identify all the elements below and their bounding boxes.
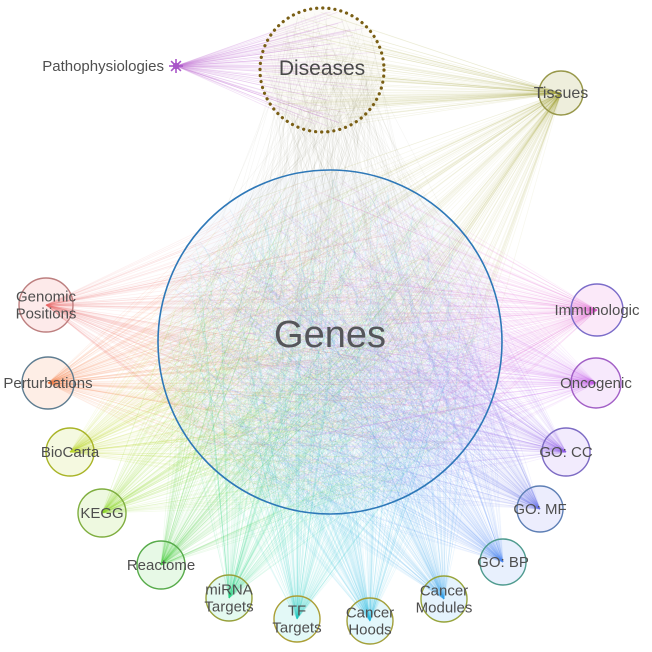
node-circle-genes[interactable] [157,169,503,515]
node-label-pathophysiologies: Pathophysiologies [42,58,164,75]
node-genes[interactable]: Genes [157,169,503,515]
node-label-immunologic: Immunologic [554,302,640,319]
node-circle-immunologic[interactable] [570,283,624,337]
node-circle-cancer_hoods[interactable] [346,597,394,645]
edge-bundle-genomic_positions-to-genes [45,182,482,507]
edge-bundle-tf_targets-to-genes [167,178,490,620]
node-circle-genomic_positions[interactable] [18,277,74,333]
edge-bundle-oncogenic-to-genes [173,180,597,494]
node-go_cc[interactable]: GO: CC [539,427,593,477]
node-diseases[interactable]: Diseases [258,6,386,134]
edge-bundles [45,11,598,622]
edge-bundle-go_mf-to-genes [177,181,541,510]
edge-bundle-tissues-to-genes [167,92,562,493]
node-circle-go_mf[interactable] [516,485,564,533]
edge-bundle-go_bp-to-genes [174,179,504,563]
node-perturbations[interactable]: Perturbations [3,356,93,410]
edge-bundle-go_cc-to-genes [169,193,567,502]
node-circle-tissues[interactable] [538,70,584,116]
node-label-oncogenic: Oncogenic [560,375,632,392]
node-reactome[interactable]: Reactome [127,540,195,590]
node-go_bp[interactable]: GO: BP [477,538,529,586]
edge-bundle-tissues-to-diseases [264,11,562,130]
node-label-go_mf: GO: MF [513,501,566,518]
edge-bundle-pathophysiologies-to-diseases [175,11,376,127]
node-label-genes: Genes [274,314,386,356]
node-circle-mirna_targets[interactable] [205,574,253,622]
edge-bundle-kegg-to-genes [101,181,482,514]
node-label-kegg: KEGG [80,505,123,522]
node-circle-go_cc[interactable] [541,427,591,477]
node-label-biocarta: BioCarta [41,444,100,461]
node-circle-tf_targets[interactable] [273,595,321,643]
node-go_mf[interactable]: GO: MF [513,485,567,533]
node-immunologic[interactable]: Immunologic [554,283,640,337]
graph-nodes: Genes Diseases PathophysiologiesTissuesGen… [3,6,640,645]
node-label-diseases: Diseases [279,57,365,80]
node-label-go_cc: GO: CC [539,444,593,461]
node-oncogenic[interactable]: Oncogenic [560,357,632,409]
node-label-perturbations: Perturbations [3,375,92,392]
edge-bundle-biocarta-to-genes [69,195,488,500]
node-label-tissues: Tissues [534,85,589,102]
node-label-go_bp: GO: BP [477,554,529,571]
node-circle-cancer_modules[interactable] [420,575,468,623]
node-pathophysiologies[interactable]: Pathophysiologies [42,58,183,75]
edge-bundle-perturbations-to-genes [47,186,477,505]
node-star-center-pathophysiologies[interactable] [172,62,180,70]
node-circle-go_bp[interactable] [479,538,527,586]
node-circle-kegg[interactable] [77,488,127,538]
node-circle-diseases[interactable] [258,6,386,134]
node-circle-reactome[interactable] [136,540,186,590]
node-kegg[interactable]: KEGG [77,488,127,538]
node-biocarta[interactable]: BioCarta [41,427,100,477]
edge-bundle-reactome-to-genes [160,188,494,566]
node-star-icon-pathophysiologies[interactable] [169,59,183,73]
node-circle-biocarta[interactable] [45,427,95,477]
node-circle-oncogenic[interactable] [570,357,622,409]
edge-bundle-diseases-to-genes [164,13,491,507]
node-tissues[interactable]: Tissues [534,70,589,116]
node-circle-perturbations[interactable] [21,356,75,410]
edge-bundle-immunologic-to-genes [169,180,598,503]
node-label-reactome: Reactome [127,557,195,574]
edge-bundle-cancer_hoods-to-genes [178,189,495,622]
